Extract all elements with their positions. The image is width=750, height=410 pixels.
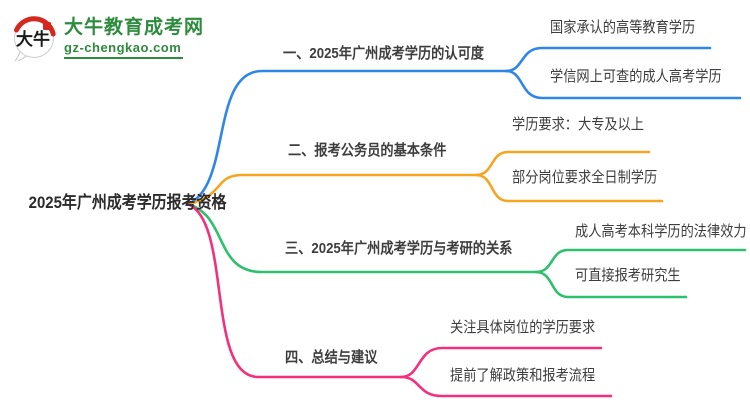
root-topic: 2025年广州成考学历报考资格	[28, 193, 227, 212]
branch-4-label: 四、总结与建议	[285, 349, 378, 366]
branch-2-label: 二、报考公务员的基本条件	[288, 142, 447, 159]
branch-4-child-1: 关注具体岗位的学历要求	[450, 319, 596, 336]
branch-3-child-1: 成人高考本科学历的法律效力	[575, 223, 747, 240]
branch-1-child-2-line	[504, 69, 742, 100]
site-domain: gz-chengkao.com	[64, 40, 184, 59]
branch-3-label: 三、2025年广州成考学历与考研的关系	[285, 240, 513, 257]
branch-3-child-2: 可直接报考研究生	[575, 267, 681, 284]
branch-3-child-2-line	[534, 270, 688, 299]
branch-1-child-1-line	[504, 46, 712, 73]
branch-2-main-line	[186, 173, 478, 206]
branch-3-child-1-line	[534, 248, 747, 274]
site-logo[interactable]: 大牛 大牛教育成考网 gz-chengkao.com	[10, 13, 204, 61]
logo-bubble-icon: 大牛	[14, 16, 56, 61]
branch-2-child-1: 学历要求：大专及以上	[512, 116, 645, 133]
branch-2-child-2-line	[474, 173, 664, 203]
branch-4-child-2-line	[399, 375, 613, 398]
branch-1-child-1: 国家承认的高等教育学历	[550, 19, 696, 36]
branch-4-child-2: 提前了解政策和报考流程	[450, 367, 596, 384]
branch-1-label: 一、2025年广州成考学历的认可度	[283, 45, 484, 62]
branch-1-main-line	[186, 69, 508, 206]
branch-2-child-2: 部分岗位要求全日制学历	[512, 169, 658, 186]
logo-icon-text: 大牛	[16, 29, 50, 49]
branch-4-main-line	[186, 202, 403, 379]
branch-2-child-1-line	[474, 150, 651, 177]
logo-seal-icon	[43, 22, 51, 30]
site-name: 大牛教育成考网	[64, 17, 205, 38]
branch-4-child-1-line	[399, 346, 603, 379]
branch-3-main-line	[186, 202, 538, 274]
branch-1-child-2: 学信网上可查的成人高考学历	[550, 68, 722, 85]
